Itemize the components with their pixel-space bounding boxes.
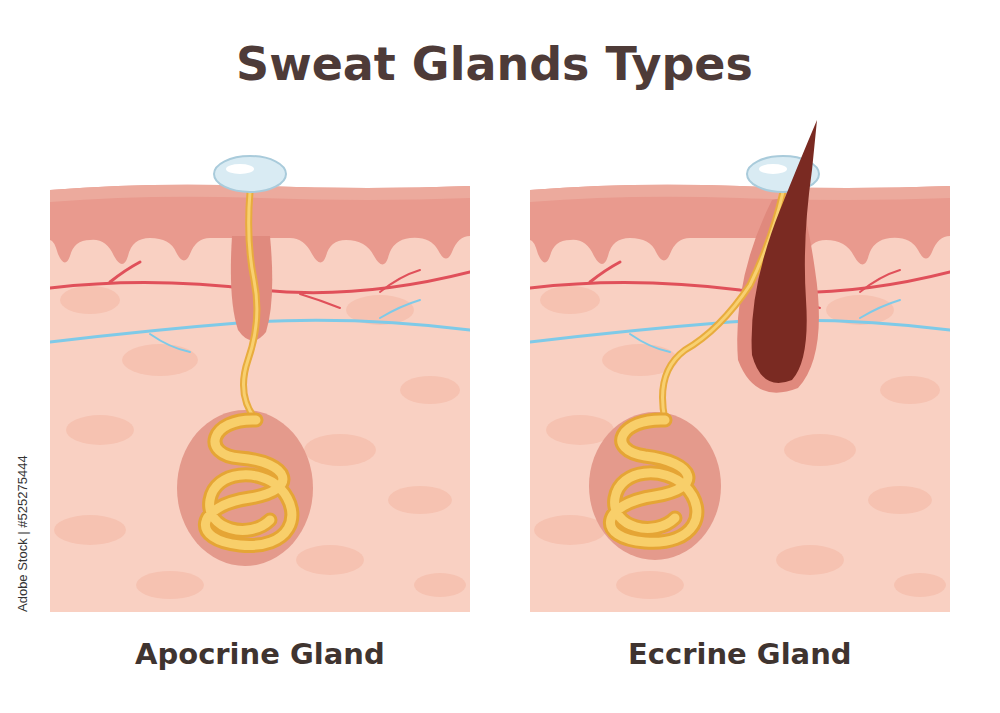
- right-panel: [530, 120, 950, 612]
- skin-section: [50, 185, 470, 612]
- panel-label: Apocrine Gland: [135, 637, 385, 671]
- diagram-title: Sweat Glands Types: [236, 37, 753, 91]
- gland-coil: [205, 420, 291, 546]
- left-panel: [50, 156, 470, 612]
- droplet-highlight: [759, 164, 787, 174]
- sweat-droplet: [214, 156, 286, 192]
- gland-pocket: [589, 412, 721, 560]
- droplet-highlight: [226, 164, 254, 174]
- hair-shaft: [752, 120, 817, 383]
- watermark-text: Adobe Stock | #525275444: [15, 455, 30, 612]
- sweat-duct-core: [244, 192, 257, 420]
- panel-label: Eccrine Gland: [628, 637, 852, 671]
- sweat-duct: [244, 192, 257, 420]
- gland-coil: [610, 420, 696, 542]
- skin-section: [530, 185, 950, 612]
- gland-pocket: [177, 410, 313, 566]
